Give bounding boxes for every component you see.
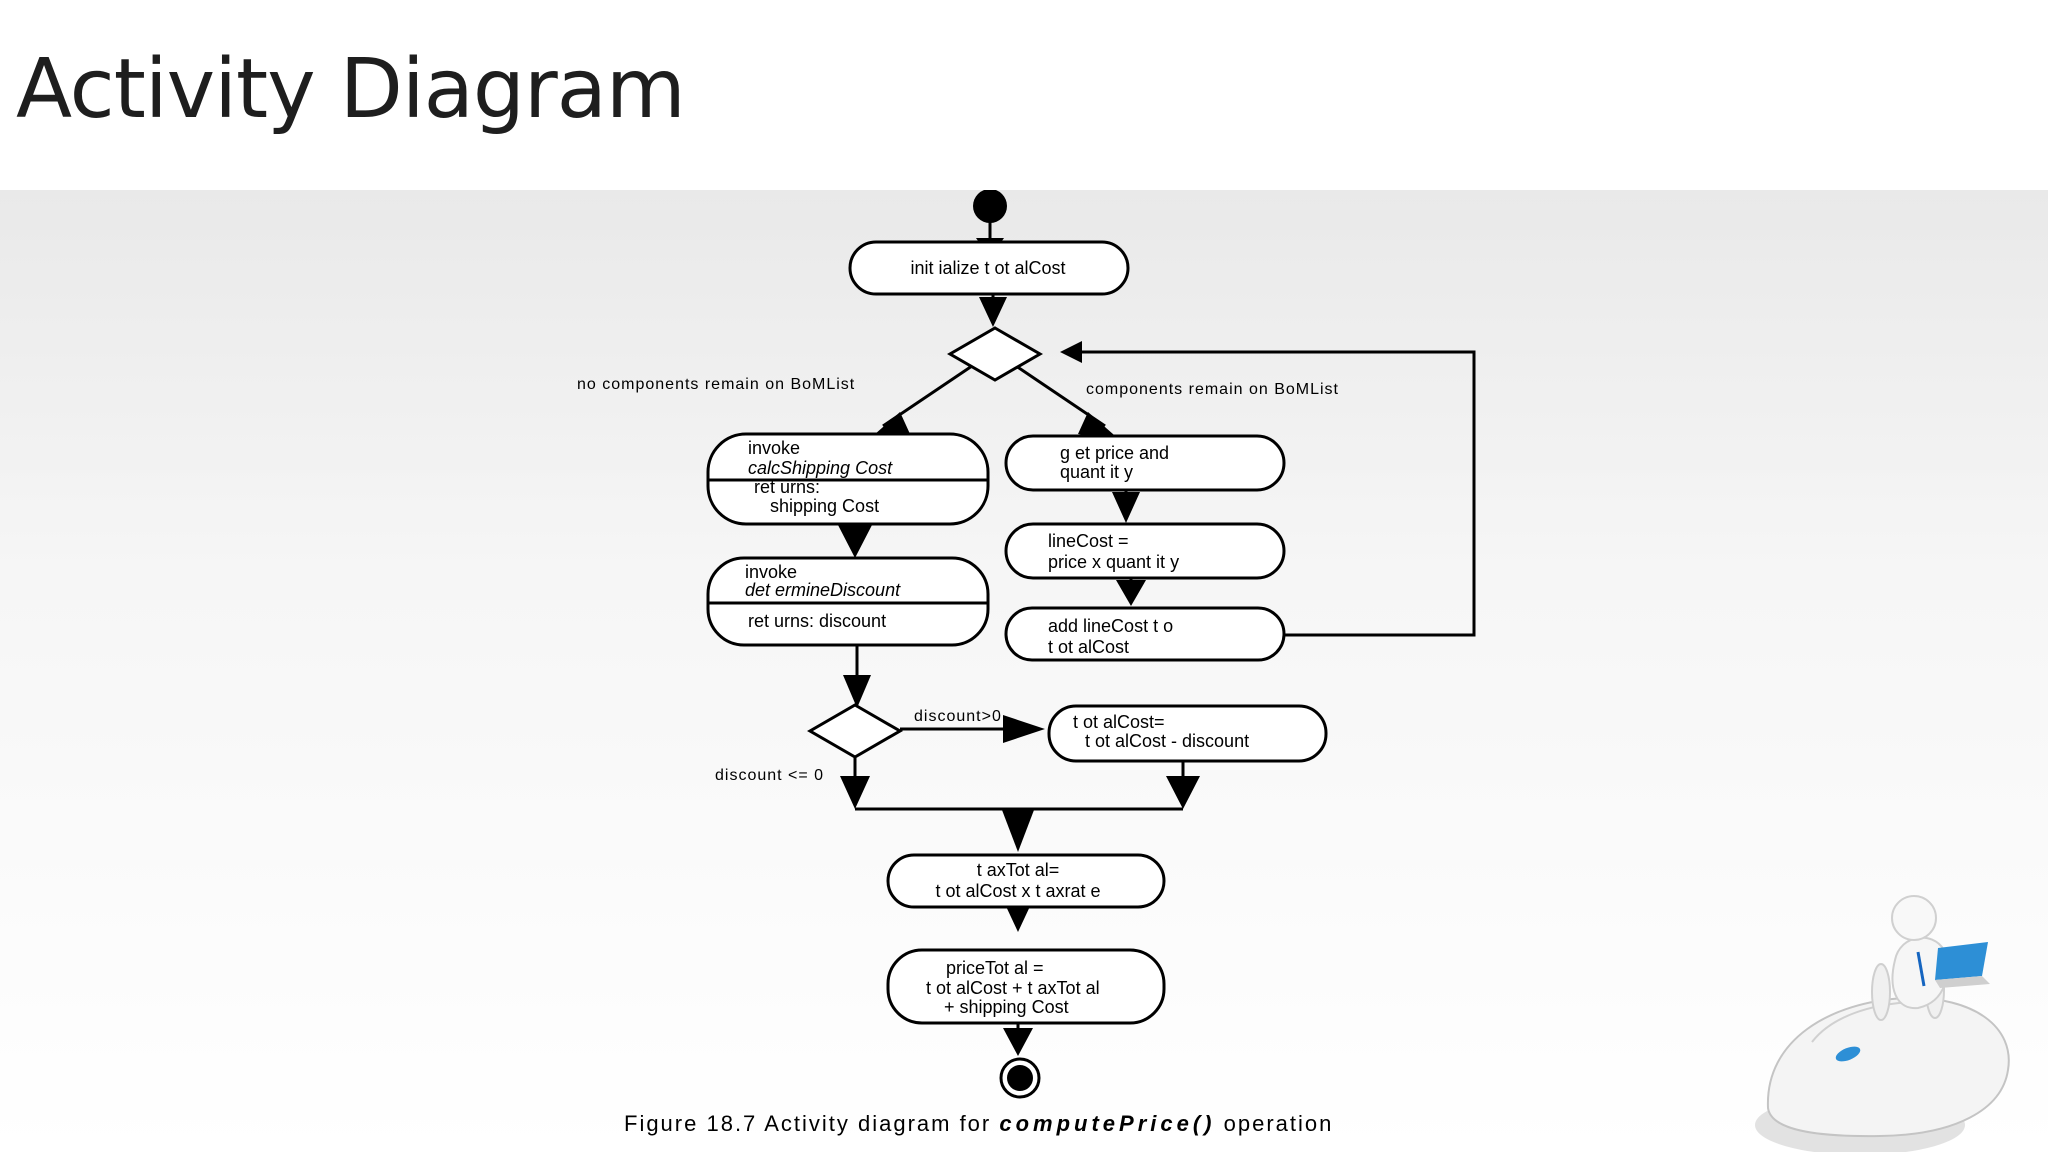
activity-initialize-label: init ialize t ot alCost	[910, 258, 1065, 278]
arrowhead	[1166, 776, 1200, 809]
activity-get-price: g et price and quant it y	[1004, 434, 1286, 492]
edge-add-loop	[1080, 350, 1476, 637]
price-line-3: + shipping Cost	[944, 997, 1069, 1017]
calc-line-1: invoke	[748, 438, 800, 458]
figure-area: init ialize t ot alCost invoke calcShipp…	[0, 190, 2048, 1152]
start-node	[973, 190, 1007, 223]
arrowhead	[1003, 1028, 1033, 1056]
arrowhead	[1060, 341, 1082, 363]
arrowhead	[979, 297, 1007, 327]
guard-discount-gt: discount>0	[914, 708, 1002, 725]
decision-discount-diamond	[807, 703, 903, 759]
calc-line-3: ret urns:	[754, 477, 820, 497]
sub-line-1: t ot alCost=	[1073, 712, 1165, 732]
activity-add-line-cost: add lineCost t o t ot alCost	[1004, 606, 1286, 662]
caption-suffix: operation	[1216, 1111, 1334, 1136]
add-line-1: add lineCost t o	[1048, 616, 1173, 636]
arrowhead	[1004, 902, 1032, 932]
det-line-2: det ermineDiscount	[745, 580, 901, 600]
calc-line-4: shipping Cost	[770, 496, 879, 516]
line-line-1: lineCost =	[1048, 531, 1129, 551]
diagram-arrowheads	[838, 238, 1200, 1056]
det-line-3: ret urns: discount	[748, 611, 886, 631]
caption-prefix: Figure 18.7 Activity diagram for	[624, 1111, 999, 1136]
guard-discount-le: discount <= 0	[715, 767, 824, 784]
activity-initialize: init ialize t ot alCost	[848, 240, 1130, 296]
guard-components-remain: components remain on BoMList	[1086, 381, 1339, 398]
activity-diagram: init ialize t ot alCost invoke calcShipp…	[577, 190, 2010, 1152]
arrowhead	[1003, 715, 1045, 743]
tax-line-2: t ot alCost x t axrat e	[935, 881, 1100, 901]
det-line-1: invoke	[745, 562, 797, 582]
activity-determine-discount: invoke det ermineDiscount ret urns: disc…	[706, 556, 990, 647]
decorative-mouse-figure-illustration	[1755, 895, 2010, 1152]
activity-subtract-discount: t ot alCost= t ot alCost - discount	[1047, 704, 1328, 763]
activity-tax-total: t axTot al= t ot alCost x t axrat e	[886, 853, 1166, 909]
price-line-2: t ot alCost + t axTot al	[926, 978, 1100, 998]
arrowhead	[840, 776, 870, 809]
slide-title: Activity Diagram	[16, 42, 686, 137]
calc-line-2: calcShipping Cost	[748, 458, 893, 478]
figure-caption: Figure 18.7 Activity diagram for compute…	[624, 1111, 1333, 1136]
arrowhead	[838, 525, 872, 558]
activity-price-total: priceTot al = t ot alCost + t axTot al +…	[886, 948, 1166, 1025]
activity-calc-shipping: invoke calcShipping Cost ret urns: shipp…	[706, 432, 990, 526]
get-line-1: g et price and	[1060, 443, 1169, 463]
tax-line-1: t axTot al=	[977, 860, 1060, 880]
arrowhead	[1112, 492, 1140, 523]
add-line-2: t ot alCost	[1048, 637, 1129, 657]
guard-no-components: no components remain on BoMList	[577, 376, 855, 393]
line-line-2: price x quant it y	[1048, 552, 1179, 572]
caption-operation: computePrice()	[999, 1111, 1215, 1136]
activity-line-cost: lineCost = price x quant it y	[1004, 522, 1286, 580]
arrowhead	[843, 675, 871, 708]
price-line-1: priceTot al =	[946, 958, 1044, 978]
end-node	[999, 1057, 1041, 1099]
get-line-2: quant it y	[1060, 462, 1133, 482]
arrowhead	[1116, 580, 1146, 606]
decision-bom-diamond	[947, 326, 1043, 382]
arrowhead	[1002, 810, 1034, 852]
sub-line-2: t ot alCost - discount	[1085, 731, 1249, 751]
